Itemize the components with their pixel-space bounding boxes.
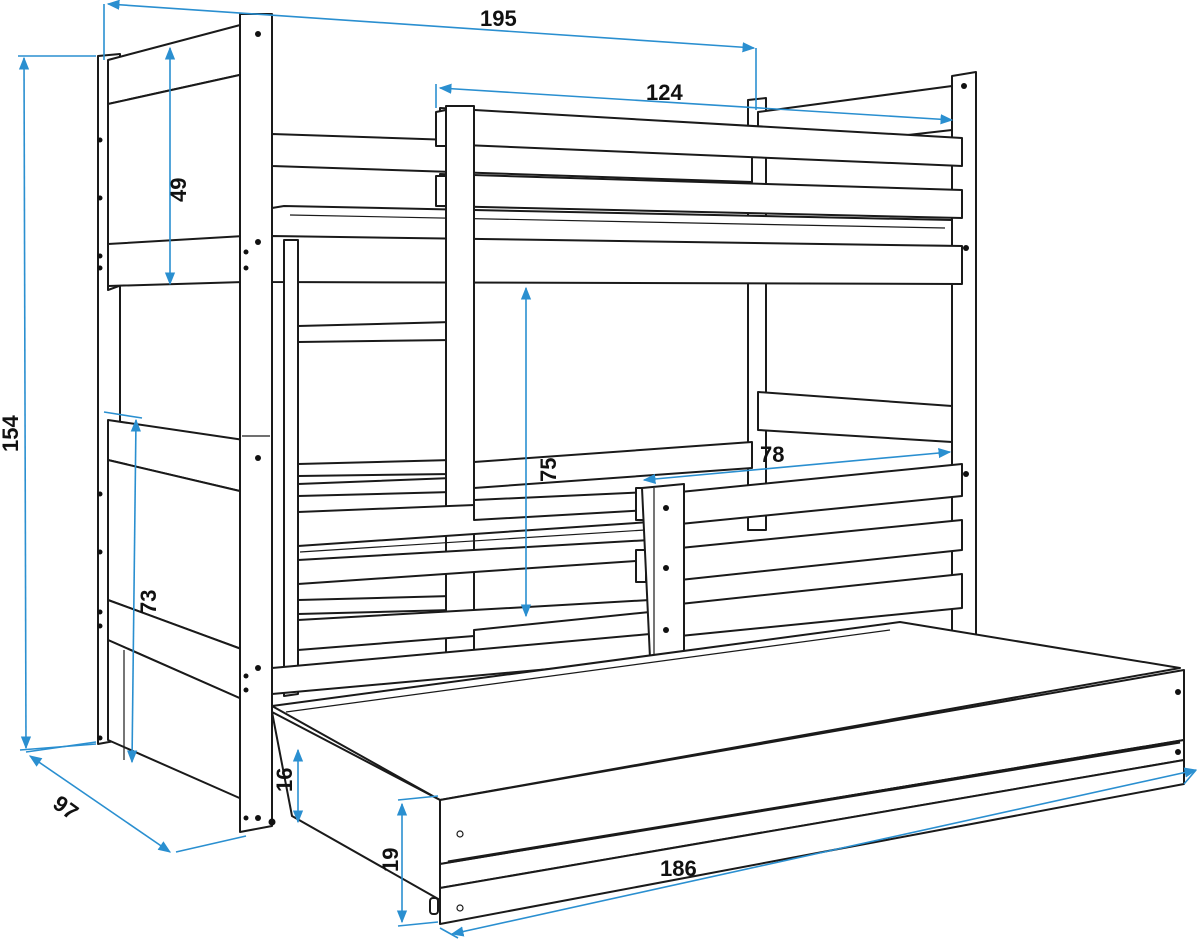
- ladder: [283, 105, 475, 697]
- dimension-label-lower-rail-length: 78: [760, 442, 785, 467]
- dimension-label-total-length: 195: [480, 6, 517, 31]
- dimension-label-total-height: 154: [0, 415, 23, 452]
- dimension-label-trundle-floor-gap: 16: [272, 767, 297, 792]
- upper-bed: [271, 107, 963, 285]
- dimension-label-guard-rail-length: 124: [646, 80, 683, 105]
- dimension-label-lower-clearance: 75: [536, 457, 561, 482]
- dimension-label-lower-footboard-height: 73: [136, 589, 161, 614]
- dimension-label-headboard-height: 49: [166, 177, 191, 202]
- dimension-label-trundle-height: 19: [378, 847, 403, 872]
- dimension-lines: [18, 0, 1198, 939]
- lower-bed: [271, 441, 963, 695]
- dimension-label-trundle-length: 186: [660, 856, 697, 881]
- left-end-frame: [97, 13, 276, 833]
